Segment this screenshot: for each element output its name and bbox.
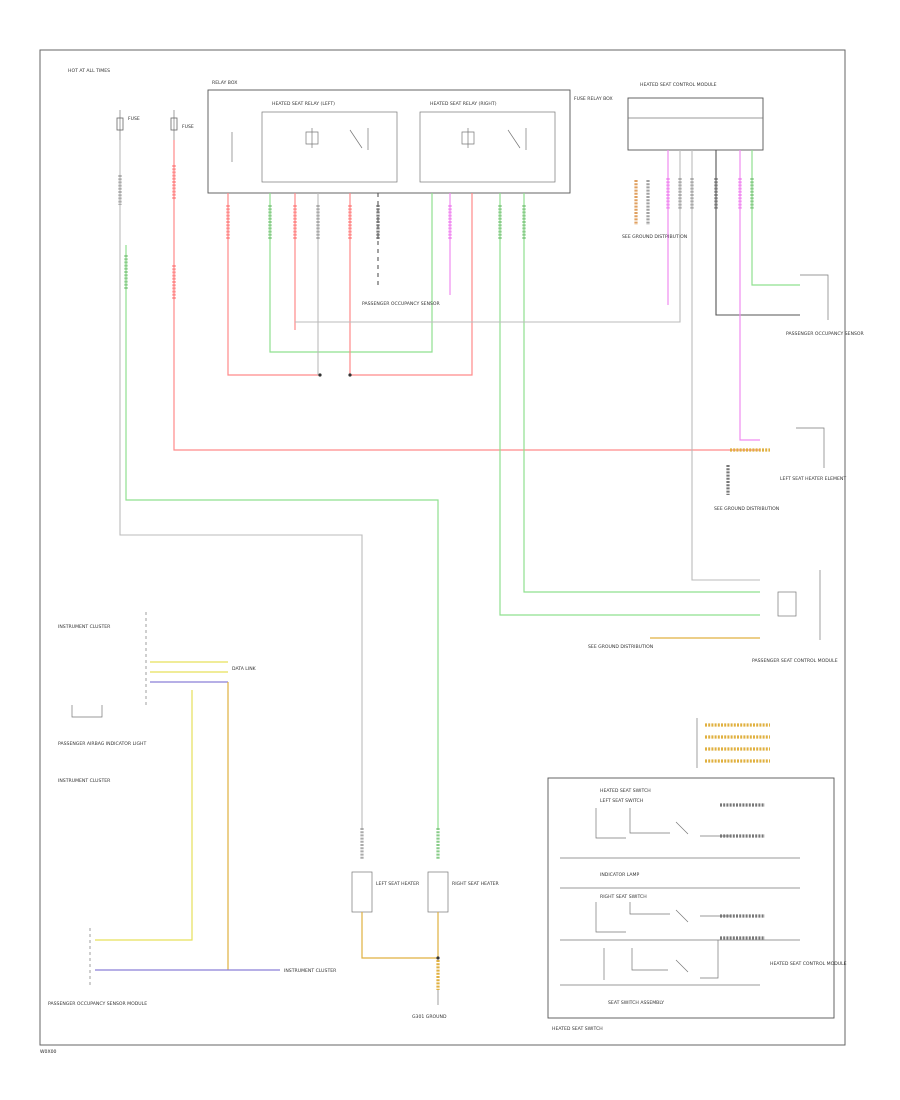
heated-seat-switch-block: HEATED SEAT SWITCH LEFT SEAT SWITCH INDI…: [547, 777, 847, 1032]
label-relay-left: HEATED SEAT RELAY (LEFT): [272, 101, 335, 107]
label-ground-bottom: G301 GROUND: [412, 1014, 447, 1020]
label-seat-heater-right: RIGHT SEAT HEATER: [452, 881, 500, 887]
wire-yellow-down-1: [95, 690, 193, 941]
relay-left-outline: [261, 111, 398, 183]
wire-red-long: [173, 140, 760, 451]
junction-dot-3: [436, 956, 440, 960]
instrument-cluster-block: INSTRUMENT CLUSTER PASSENGER AIRBAG INDI…: [58, 612, 257, 970]
label-passenger-seat-control: PASSENGER SEAT CONTROL MODULE: [752, 658, 838, 664]
label-fuse-b: FUSE: [182, 124, 194, 130]
junction-dot-1: [318, 373, 322, 377]
wire-red-relay-5: [349, 193, 473, 376]
label-seat-heater-left: LEFT SEAT HEATER: [376, 881, 420, 887]
label-passenger-occupancy-sensor: PASSENGER OCCUPANCY SENSOR: [362, 301, 441, 307]
airbag-sensor-block: INSTRUMENT CLUSTER PASSENGER OCCUPANCY S…: [48, 928, 337, 1007]
label-sec: SEAT SWITCH ASSEMBLY: [608, 1000, 664, 1006]
relay-box-outline: [207, 89, 571, 194]
seat-heater-bracket: [796, 427, 825, 468]
label-fuse-a: FUSE: [128, 116, 140, 122]
occupancy-sensor-right: PASSENGER OCCUPANCY SENSOR: [786, 274, 865, 337]
lower-seat-heaters: LEFT SEAT HEATER RIGHT SEAT HEATER G301 …: [351, 828, 500, 1020]
occupancy-sensor-bracket: [800, 274, 829, 320]
wire-orange-heater-join: [361, 912, 439, 959]
module-connector-stubs: SEE GROUND DISTRIBUTION: [622, 180, 687, 240]
junction-dot-2: [348, 373, 352, 377]
label-heated-seat-switch-bottom: HEATED SEAT SWITCH: [552, 1026, 603, 1032]
fuse-b-symbol: [170, 117, 178, 131]
label-airbag-sensor: PASSENGER OCCUPANCY SENSOR MODULE: [48, 1001, 147, 1007]
seat-heater-element: LEFT SEAT HEATER ELEMENT SEE GROUND DIST…: [714, 427, 846, 512]
label-see-ground-1: SEE GROUND DISTRIBUTION: [622, 234, 687, 240]
footer-code: W0X00: [40, 1049, 57, 1055]
wire-black-module-4: [715, 150, 800, 316]
right-connector-stack: [696, 718, 770, 768]
label-see-ground-3: SEE GROUND DISTRIBUTION: [588, 644, 653, 650]
wire-green-relay-9: [523, 193, 760, 593]
label-fuse-relay-box: FUSE RELAY BOX: [574, 96, 613, 102]
wire-pink-module-5: [739, 150, 760, 441]
wire-green-left: [125, 245, 439, 830]
seat-module-outline: [627, 97, 764, 151]
heater-right-box: [427, 871, 449, 913]
heater-left-box: [351, 871, 373, 913]
relay-left-switch: [349, 128, 369, 150]
relay-right-switch: [507, 128, 527, 150]
relay-box: RELAY BOX HEATED SEAT RELAY (LEFT) HEATE…: [207, 80, 613, 194]
diagram-frame: [39, 49, 846, 1046]
label-switch-lamp: INDICATOR LAMP: [600, 872, 640, 878]
passenger-seat-control: PASSENGER SEAT CONTROL MODULE SEE GROUND…: [588, 570, 838, 664]
wire-grey-module-3: [691, 150, 760, 581]
relay-left-coil: [305, 128, 319, 148]
label-passenger-airbag-indicator: PASSENGER AIRBAG INDICATOR LIGHT: [58, 741, 147, 747]
wire-green-relay-2: [269, 193, 433, 353]
airbag-light-symbol: [71, 705, 103, 718]
fuse-group-left: HOT AT ALL TIMES FUSE FUSE: [68, 68, 194, 140]
switch-outline: [547, 777, 835, 1019]
switch-left-contacts: [595, 808, 730, 839]
label-instrument-cluster: INSTRUMENT CLUSTER: [58, 778, 111, 784]
wire-green-relay-8: [499, 193, 760, 616]
label-switch-left: LEFT SEAT SWITCH: [600, 798, 643, 804]
switch-bottom-contacts: [603, 940, 719, 980]
wire-red-relay-1: [227, 193, 320, 376]
seat-control-module: HEATED SEAT CONTROL MODULE: [627, 82, 764, 151]
label-seat-module-side: HEATED SEAT CONTROL MODULE: [770, 961, 847, 967]
label-hot-at-all-times: HOT AT ALL TIMES: [68, 68, 110, 74]
wire-grey-left: [119, 140, 363, 830]
label-relay-box: RELAY BOX: [212, 80, 237, 86]
label-instrument-cluster-top: INSTRUMENT CLUSTER: [58, 624, 111, 630]
label-switch-right: RIGHT SEAT SWITCH: [600, 894, 647, 900]
wire-green-module-6: [751, 150, 800, 286]
label-switch-title: HEATED SEAT SWITCH: [600, 788, 651, 794]
relay-right-outline: [419, 111, 556, 183]
label-instrument-cluster-ground: INSTRUMENT CLUSTER: [284, 968, 337, 974]
fuse-a-symbol: [116, 117, 124, 131]
passenger-control-switch: [777, 591, 797, 617]
label-left-seat-heater: LEFT SEAT HEATER ELEMENT: [780, 476, 846, 482]
relay-right-coil: [461, 128, 475, 148]
switch-right-contacts: [595, 902, 730, 933]
label-passenger-occupancy-sensor-2: PASSENGER OCCUPANCY SENSOR: [786, 331, 865, 337]
label-seat-module: HEATED SEAT CONTROL MODULE: [640, 82, 717, 88]
label-see-ground-2: SEE GROUND DISTRIBUTION: [714, 506, 779, 512]
label-relay-right: HEATED SEAT RELAY (RIGHT): [430, 101, 497, 107]
label-data-link: DATA LINK: [232, 666, 257, 672]
